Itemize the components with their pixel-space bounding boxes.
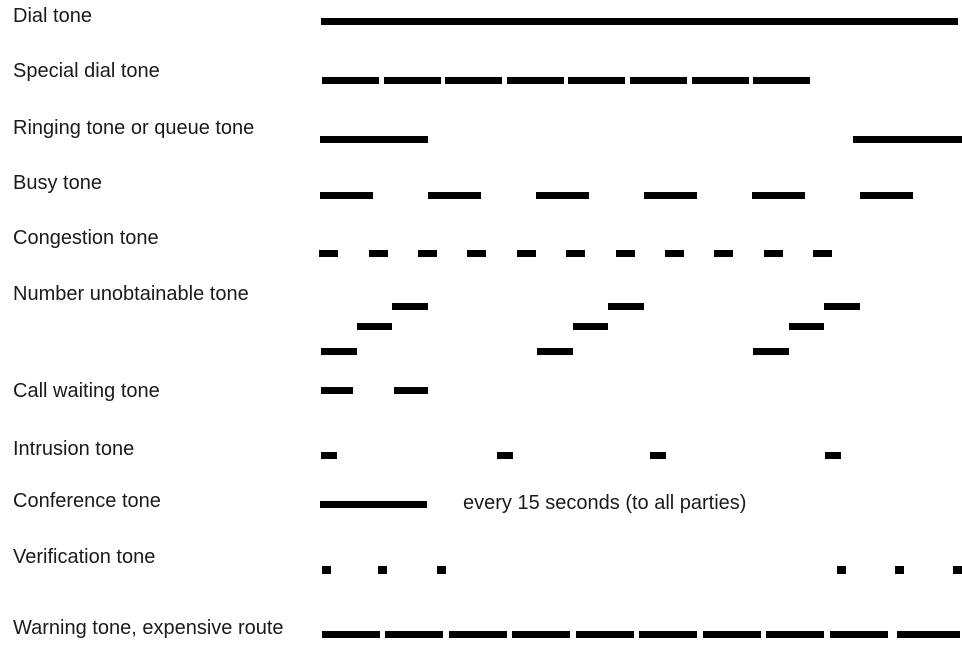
tone-bar: [897, 631, 960, 638]
tone-bar: [428, 192, 481, 199]
tone-bar: [497, 452, 513, 459]
tone-bar: [825, 452, 841, 459]
tone-bar: [813, 250, 832, 257]
tone-bar: [321, 387, 353, 394]
row-label-special-dial-tone: Special dial tone: [13, 60, 160, 82]
tone-bar: [644, 192, 697, 199]
tone-bar: [392, 303, 428, 310]
tone-bar: [321, 452, 337, 459]
tone-bar: [321, 18, 958, 25]
tone-bar: [753, 77, 810, 84]
tone-bar: [437, 566, 446, 574]
tone-bar: [357, 323, 392, 330]
tone-bar: [394, 387, 428, 394]
row-label-number-unobtainable-tone: Number unobtainable tone: [13, 283, 249, 305]
row-label-conference-tone: Conference tone: [13, 490, 161, 512]
tone-bar: [853, 136, 962, 143]
row-label-intrusion-tone: Intrusion tone: [13, 438, 135, 460]
tone-bar: [714, 250, 733, 257]
tone-bar: [703, 631, 761, 638]
tone-bar: [320, 136, 428, 143]
tone-bar: [665, 250, 684, 257]
tone-bar: [384, 77, 441, 84]
tone-bar: [322, 631, 380, 638]
tone-bar: [319, 250, 338, 257]
row-label-ringing-or-queue-tone: Ringing tone or queue tone: [13, 117, 255, 139]
tone-bar: [953, 566, 962, 574]
tone-bar: [830, 631, 888, 638]
row-label-congestion-tone: Congestion tone: [13, 227, 159, 249]
tone-bar: [378, 566, 387, 574]
tone-bar: [467, 250, 486, 257]
tone-bar: [573, 323, 608, 330]
row-label-warning-tone-expensive-route: Warning tone, expensive route: [13, 617, 284, 639]
tone-bar: [536, 192, 589, 199]
tone-bar: [369, 250, 388, 257]
tone-bar: [752, 192, 805, 199]
tone-bar: [608, 303, 644, 310]
conference-interval-note: every 15 seconds (to all parties): [463, 492, 747, 514]
tone-bar: [860, 192, 913, 199]
tone-bar: [568, 77, 625, 84]
tone-bar: [616, 250, 635, 257]
tone-bar: [789, 323, 824, 330]
tone-bar: [320, 501, 427, 508]
row-label-verification-tone: Verification tone: [13, 546, 156, 568]
tone-bar: [385, 631, 443, 638]
tone-bar: [630, 77, 687, 84]
tone-bar: [320, 192, 373, 199]
tone-bar: [639, 631, 697, 638]
tone-bar: [507, 77, 564, 84]
tone-bar: [895, 566, 904, 574]
tone-bar: [537, 348, 573, 355]
tone-bar: [322, 77, 379, 84]
tone-bar: [576, 631, 634, 638]
tone-bar: [321, 348, 357, 355]
tone-bar: [766, 631, 824, 638]
tone-bar: [824, 303, 860, 310]
row-label-dial-tone: Dial tone: [13, 5, 92, 27]
tone-bar: [418, 250, 437, 257]
tone-bar: [650, 452, 666, 459]
tone-bar: [753, 348, 789, 355]
row-label-busy-tone: Busy tone: [13, 172, 102, 194]
tone-bar: [692, 77, 749, 84]
tone-bar: [517, 250, 536, 257]
tone-bar: [764, 250, 783, 257]
tone-bar: [837, 566, 846, 574]
tone-bar: [566, 250, 585, 257]
row-label-call-waiting-tone: Call waiting tone: [13, 380, 160, 402]
tone-bar: [445, 77, 502, 84]
tone-bar: [322, 566, 331, 574]
tone-bar: [512, 631, 570, 638]
tone-bar: [449, 631, 507, 638]
